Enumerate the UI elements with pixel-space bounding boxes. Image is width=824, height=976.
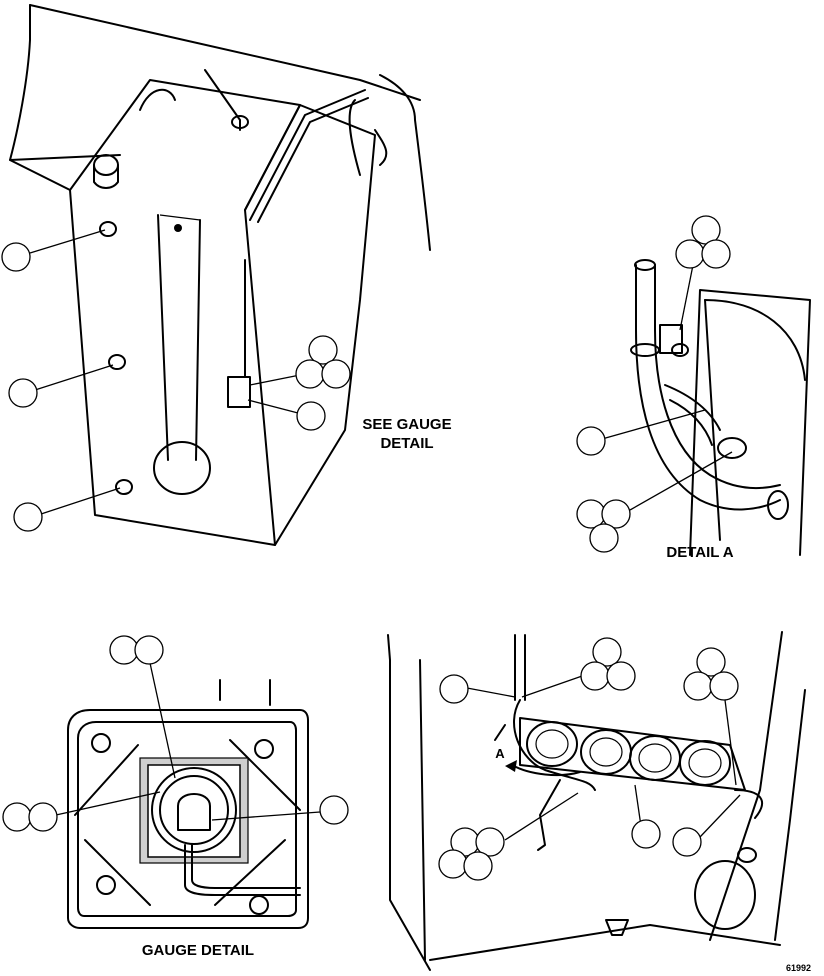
gauge-detail-view — [2, 635, 349, 929]
detail-a-title: DETAIL A — [666, 544, 734, 561]
drawing-number: 61992 — [786, 963, 812, 973]
detail-a-view — [576, 215, 811, 556]
gauge-detail-title: GAUGE DETAIL — [141, 942, 255, 959]
view-a-letter: A — [495, 746, 505, 761]
see-gauge-detail-label: SEE GAUGE DETAIL — [362, 416, 452, 452]
filter-view — [387, 631, 806, 971]
fuel-tank-view — [1, 4, 431, 546]
